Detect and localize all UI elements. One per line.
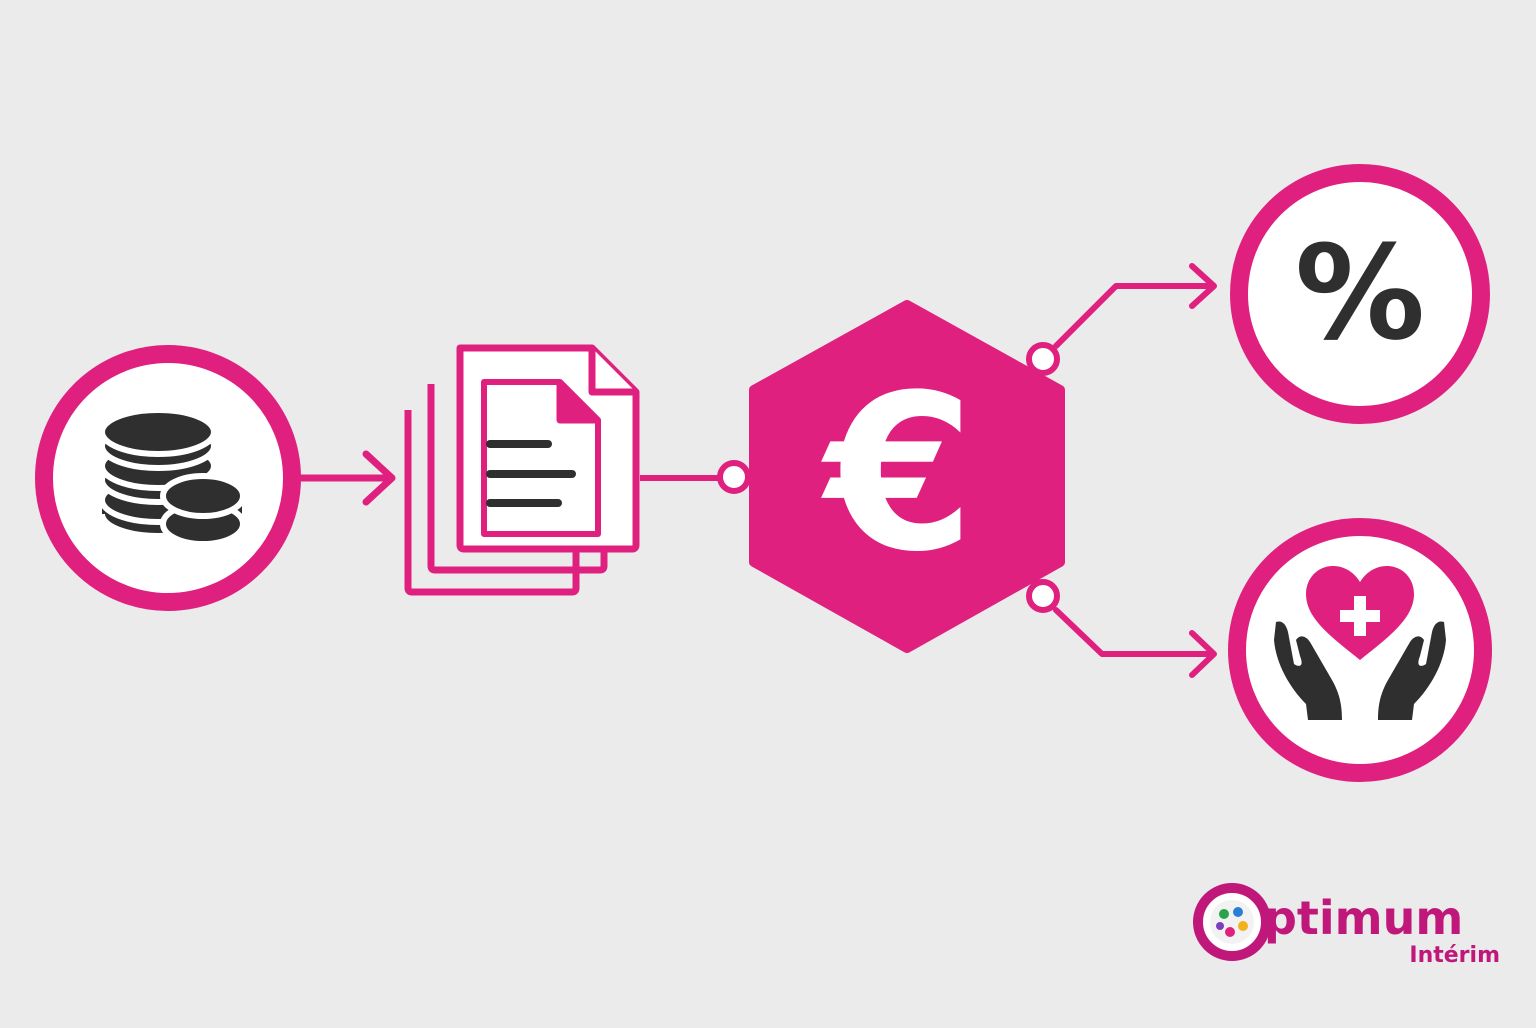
optimum-interim-logo: ptimum Intérim [1193,883,1500,968]
connector-dot [717,460,751,494]
documents-stack-icon [404,344,640,596]
node-salary [35,345,301,611]
edge-salary-to-payslips [296,450,396,506]
hexagon-shape [749,300,1065,653]
node-payslips [404,344,640,596]
node-gross-amount: € [749,300,1065,653]
connector-dot [1026,342,1060,376]
connector-dot [1026,579,1060,613]
logo-subtitle: Intérim [1409,943,1500,968]
edge-gross-to-rate [1026,263,1217,376]
edge-gross-to-health [1026,579,1217,678]
document-text-lines-icon [486,440,576,507]
node-rate: % [1230,164,1490,424]
coins-stack-icon [99,407,246,547]
node-health [1228,518,1492,782]
euro-icon: € [820,348,975,599]
hands-heart-cross-icon [1274,566,1446,720]
globe-icon [1210,900,1254,944]
edge-payslips-to-gross [640,460,751,494]
percent-icon: % [1295,217,1425,369]
logo-wordmark: ptimum [1264,891,1463,945]
